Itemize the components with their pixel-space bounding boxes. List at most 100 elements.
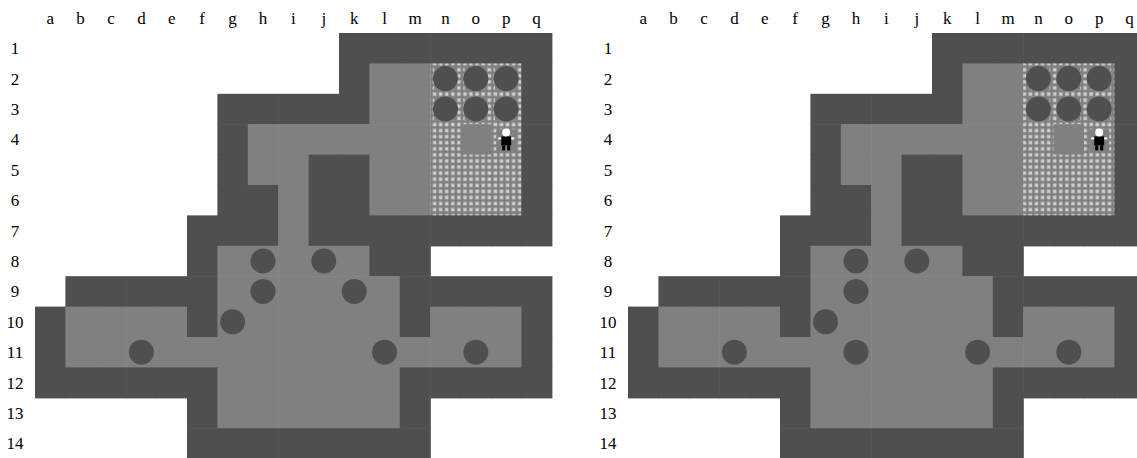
wall-cell xyxy=(521,124,552,155)
wall-cell xyxy=(962,215,993,246)
floor-cell xyxy=(400,337,431,368)
wall-cell xyxy=(369,246,400,277)
floor-cell xyxy=(841,246,872,277)
player-arm xyxy=(511,137,514,139)
wall-cell xyxy=(841,215,872,246)
column-label: f xyxy=(199,10,205,27)
goal-cell xyxy=(491,155,522,186)
wall-cell xyxy=(430,276,461,307)
wall-cell xyxy=(841,185,872,216)
column-label: n xyxy=(1034,10,1043,27)
wall-cell xyxy=(628,367,659,398)
player-head xyxy=(502,128,510,136)
wall-cell xyxy=(902,215,933,246)
column-label: e xyxy=(761,10,769,27)
floor-cell xyxy=(65,337,96,368)
wall-cell xyxy=(1114,63,1137,94)
goal-cell xyxy=(461,63,492,94)
floor-cell xyxy=(902,307,933,338)
box-stone xyxy=(433,97,458,122)
column-label: q xyxy=(532,10,541,27)
wall-cell xyxy=(217,185,248,216)
wall-cell xyxy=(1114,276,1137,307)
wall-cell xyxy=(993,398,1024,429)
wall-cell xyxy=(780,246,811,277)
box-stone xyxy=(1026,97,1051,122)
row-label: 4 xyxy=(604,131,613,148)
floor-cell xyxy=(932,276,963,307)
box-stone xyxy=(372,340,397,365)
goal-cell xyxy=(1023,94,1054,125)
column-label: p xyxy=(502,10,511,27)
floor-cell xyxy=(841,367,872,398)
wall-cell xyxy=(658,367,689,398)
floor-cell xyxy=(902,124,933,155)
box-stone xyxy=(129,340,154,365)
row-label: 1 xyxy=(11,40,20,57)
floor-cell xyxy=(248,307,279,338)
wall-cell xyxy=(932,33,963,64)
column-label: g xyxy=(228,10,237,27)
wall-cell xyxy=(339,33,370,64)
box-stone xyxy=(1087,66,1112,91)
wall-cell xyxy=(993,246,1024,277)
floor-cell xyxy=(278,185,309,216)
floor-cell xyxy=(248,155,279,186)
wall-cell xyxy=(400,428,431,458)
goal-cell xyxy=(1054,94,1085,125)
wall-cell xyxy=(217,94,248,125)
floor-cell xyxy=(841,124,872,155)
wall-cell xyxy=(309,215,340,246)
wall-cell xyxy=(96,276,127,307)
floor-cell xyxy=(689,307,720,338)
column-label: d xyxy=(137,10,146,27)
row-label: 11 xyxy=(600,344,616,361)
floor-cell xyxy=(369,155,400,186)
box-stone xyxy=(342,279,367,304)
floor-cell xyxy=(157,337,188,368)
floor-cell xyxy=(400,155,431,186)
goal-cell xyxy=(1023,124,1054,155)
column-label: c xyxy=(700,10,708,27)
floor-cell xyxy=(810,276,841,307)
floor-cell xyxy=(993,94,1024,125)
row-label: 9 xyxy=(604,283,613,300)
row-label: 5 xyxy=(604,161,613,178)
column-label: c xyxy=(107,10,115,27)
column-label: o xyxy=(472,10,481,27)
floor-cell xyxy=(217,246,248,277)
goal-cell xyxy=(491,185,522,216)
floor-cell xyxy=(400,124,431,155)
wall-cell xyxy=(1084,276,1115,307)
wall-cell xyxy=(430,215,461,246)
wall-cell xyxy=(461,276,492,307)
box-stone xyxy=(844,279,869,304)
goal-cell xyxy=(430,124,461,155)
row-label: 1 xyxy=(604,40,613,57)
player-leg xyxy=(502,145,505,150)
goal-cell xyxy=(1084,94,1115,125)
wall-cell xyxy=(1114,215,1137,246)
wall-cell xyxy=(932,94,963,125)
wall-cell xyxy=(157,367,188,398)
wall-cell xyxy=(932,155,963,186)
floor-cell xyxy=(187,337,218,368)
floor-cell xyxy=(157,307,188,338)
floor-cell xyxy=(1084,307,1115,338)
floor-cell xyxy=(248,398,279,429)
floor-cell xyxy=(369,124,400,155)
wall-cell xyxy=(126,367,157,398)
wall-cell xyxy=(780,428,811,458)
floor-cell xyxy=(962,185,993,216)
column-label: o xyxy=(1065,10,1074,27)
box-stone xyxy=(1056,97,1081,122)
goal-cell xyxy=(461,185,492,216)
floor-cell xyxy=(871,337,902,368)
box-stone xyxy=(494,97,519,122)
wall-cell xyxy=(430,33,461,64)
wall-cell xyxy=(1114,155,1137,186)
row-label: 6 xyxy=(604,192,613,209)
wall-cell xyxy=(65,276,96,307)
floor-cell xyxy=(248,276,279,307)
wall-cell xyxy=(217,155,248,186)
